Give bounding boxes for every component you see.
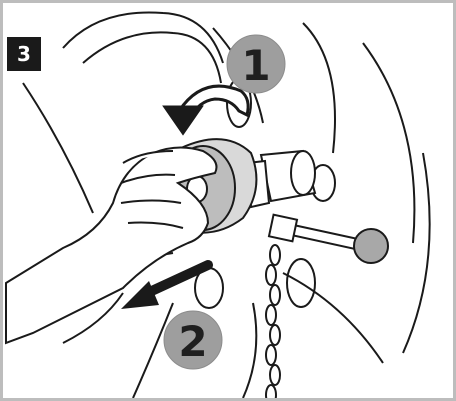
chain (266, 245, 280, 401)
callout-2-label: 2 (178, 317, 207, 366)
release-rod (269, 215, 388, 263)
wheel-illustration: 1 2 (3, 3, 456, 401)
callout-1-label: 1 (241, 41, 270, 90)
step-number-badge: 3 (7, 37, 41, 71)
callout-1: 1 (227, 35, 285, 93)
callout-2: 2 (164, 311, 222, 369)
